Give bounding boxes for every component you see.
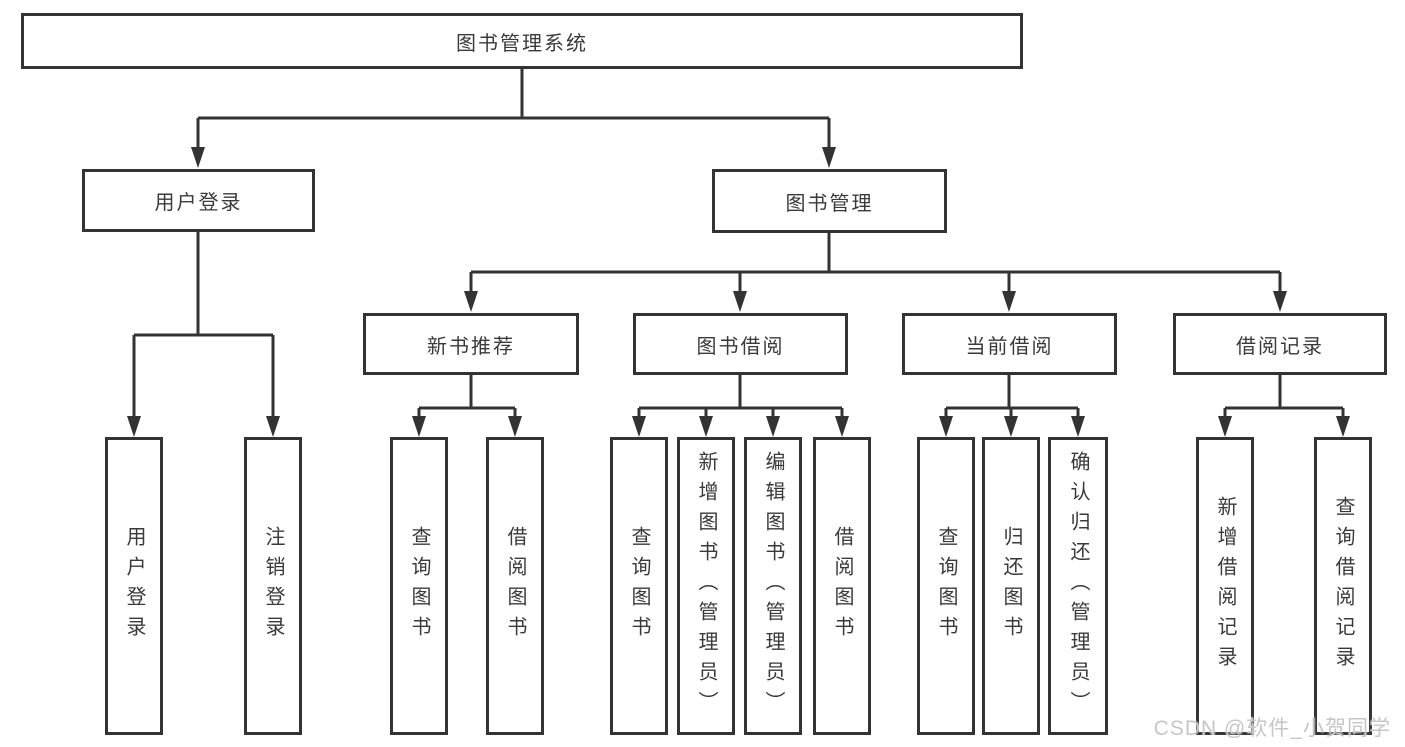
node-label: 图书管理	[785, 192, 874, 215]
node-label: 查询图书	[935, 526, 957, 646]
leaf-confirm-return-admin: 确认归还（管理员）	[1048, 437, 1108, 735]
node-label: 图书管理系统	[456, 32, 588, 55]
node-label: 用户登录	[123, 526, 145, 646]
node-label: 新增图书（管理员）	[695, 451, 717, 721]
node-label: 当前借阅	[965, 335, 1054, 358]
arrowheads	[127, 147, 1350, 437]
leaf-query-books-1: 查询图书	[390, 437, 448, 735]
leaf-query-books-2: 查询图书	[610, 437, 668, 735]
node-label: 用户登录	[154, 192, 243, 214]
node-book-borrow: 图书借阅	[633, 313, 848, 375]
node-label: 编辑图书（管理员）	[762, 451, 784, 721]
node-root: 图书管理系统	[21, 13, 1023, 69]
node-label: 借阅图书	[504, 526, 526, 646]
leaf-add-books-admin: 新增图书（管理员）	[677, 437, 735, 735]
node-label: 借阅图书	[831, 526, 853, 646]
leaf-borrow-books-2: 借阅图书	[813, 437, 871, 735]
node-label: 新书推荐	[427, 335, 515, 358]
node-book-management: 图书管理	[712, 169, 947, 233]
node-label: 新增借阅记录	[1214, 496, 1236, 676]
node-label: 查询图书	[408, 526, 430, 646]
node-label: 注销登录	[262, 526, 284, 646]
leaf-query-borrow-record: 查询借阅记录	[1314, 437, 1372, 735]
node-borrow-records: 借阅记录	[1173, 313, 1387, 375]
node-label: 查询图书	[628, 526, 650, 646]
leaf-user-login: 用户登录	[105, 437, 163, 735]
node-label: 查询借阅记录	[1332, 496, 1354, 676]
node-label: 确认归还（管理员）	[1067, 451, 1089, 721]
node-user-login: 用户登录	[82, 169, 315, 232]
csdn-watermark: CSDN @软件_小贺同学	[1153, 717, 1391, 740]
leaf-edit-books-admin: 编辑图书（管理员）	[744, 437, 802, 735]
leaf-return-books: 归还图书	[982, 437, 1040, 735]
node-new-book-recommend: 新书推荐	[363, 313, 579, 375]
node-current-borrow: 当前借阅	[902, 313, 1117, 375]
leaf-borrow-books-1: 借阅图书	[486, 437, 544, 735]
node-label: 图书借阅	[696, 335, 785, 358]
leaf-add-borrow-record: 新增借阅记录	[1196, 437, 1254, 735]
node-label: 借阅记录	[1236, 335, 1324, 358]
leaf-query-books-3: 查询图书	[917, 437, 975, 735]
node-label: 归还图书	[1000, 526, 1022, 646]
leaf-logout: 注销登录	[244, 437, 302, 735]
